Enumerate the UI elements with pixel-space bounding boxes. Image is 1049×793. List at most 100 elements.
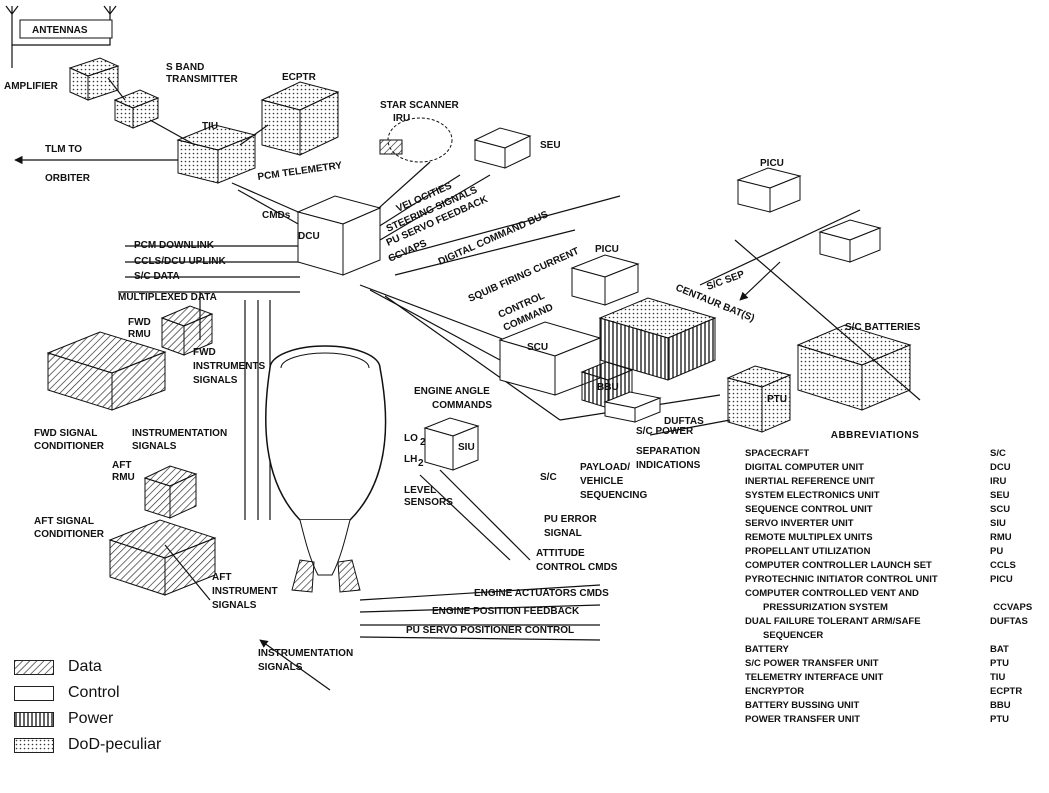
legend-label: Data (68, 658, 102, 675)
payload-label-3: SEQUENCING (580, 490, 647, 501)
abbreviation-row: COMPUTER CONTROLLED VENT AND (745, 587, 1045, 601)
legend-item-data: Data (14, 654, 244, 680)
abbreviation-code: BAT (990, 644, 1009, 655)
pu-error-label-2: SIGNAL (544, 528, 582, 539)
seu-box (473, 127, 532, 169)
abbreviation-term: INERTIAL REFERENCE UNIT (745, 476, 875, 487)
engine-position-feedback-label: ENGINE POSITION FEEDBACK (432, 606, 580, 617)
level-sensors-label-1: LEVEL (404, 485, 436, 496)
centaur-stage (265, 345, 387, 593)
duftas-label: DUFTAS (664, 416, 704, 427)
engine-angle-label-1: ENGINE ANGLE (414, 386, 490, 397)
star-scanner-unit (379, 117, 453, 163)
legend-item-control: Control (14, 680, 244, 706)
abbreviation-term: PYROTECHNIC INITIATOR CONTROL UNIT (745, 574, 938, 585)
vertical-lines-swatch-icon (14, 711, 54, 727)
tiu-box (176, 124, 257, 184)
aft-rmu-label-2: RMU (112, 472, 135, 483)
abbreviation-row: DIGITAL COMPUTER UNIT DCU (745, 461, 1045, 475)
ccls-dcu-uplink-label: CCLS/DCU UPLINK (134, 256, 226, 267)
sc-label: S/C (540, 472, 557, 483)
abbreviation-term: COMPUTER CONTROLLER LAUNCH SET (745, 560, 932, 571)
lo2-text: LO (404, 433, 418, 444)
payload-label-2: VEHICLE (580, 476, 624, 487)
legend-label: Power (68, 710, 114, 727)
equipment-boxes (46, 57, 912, 596)
instrumentation-signals-fwd-label-1: INSTRUMENTATION (132, 428, 227, 439)
aft-signal-conditioner-label-1: AFT SIGNAL (34, 516, 94, 527)
pu-error-label-1: PU ERROR (544, 514, 598, 525)
legend-label: DoD-peculiar (68, 736, 162, 753)
abbreviation-term: PRESSURIZATION SYSTEM (763, 602, 888, 613)
abbreviation-code: PTU (990, 658, 1009, 669)
abbreviation-code: BBU (990, 700, 1011, 711)
scu-label: SCU (527, 342, 548, 353)
sc-batteries-box (796, 324, 912, 411)
abbreviation-code: PU (990, 546, 1004, 557)
dcu-label: DCU (298, 231, 320, 242)
fwd-instruments-label-3: SIGNALS (193, 375, 238, 386)
aft-instrument-label-3: SIGNALS (212, 600, 257, 611)
abbreviation-code: SIU (990, 518, 1006, 529)
abbreviation-code: SCU (990, 504, 1011, 515)
abbreviation-term: POWER TRANSFER UNIT (745, 714, 861, 725)
legend-label: Control (68, 684, 120, 701)
instrumentation-signals-aft-label-2: SIGNALS (258, 662, 303, 673)
seu-label: SEU (540, 140, 561, 151)
abbreviation-code (990, 587, 1045, 601)
abbreviation-code: DCU (990, 462, 1011, 473)
duftas-box (603, 391, 662, 423)
s-band-label-1: S BAND (166, 62, 204, 73)
centaur-batteries-box (598, 297, 717, 381)
abbreviation-term: SEQUENCE CONTROL UNIT (745, 504, 873, 515)
antenna-icon (5, 5, 117, 15)
picu-upper-label: PICU (760, 158, 784, 169)
plain-swatch-icon (14, 685, 54, 701)
abbreviation-code: IRU (990, 476, 1007, 487)
siu-box (423, 417, 480, 471)
legend: Data Control Power DoD-peculiar (14, 654, 244, 758)
legend-item-power: Power (14, 706, 244, 732)
abbreviation-term: DIGITAL COMPUTER UNIT (745, 462, 864, 473)
abbreviation-term: PROPELLANT UTILIZATION (745, 546, 871, 557)
aft-instrument-label-2: INSTRUMENT (212, 586, 278, 597)
abbreviation-code: TIU (990, 672, 1006, 683)
abbreviation-row: PROPELLANT UTILIZATION PU (745, 545, 1045, 559)
dcu-box (296, 195, 382, 276)
lo2-label: LO 2 (404, 433, 426, 448)
fwd-signal-conditioner-label-2: CONDITIONER (34, 441, 105, 452)
abbreviation-term: SPACECRAFT (745, 448, 810, 459)
abbreviation-term: ENCRYPTOR (745, 686, 805, 697)
sc-data-label: S/C DATA (134, 271, 180, 282)
aft-signal-conditioner-label-2: CONDITIONER (34, 529, 105, 540)
multiplexed-data-label: MULTIPLEXED DATA (118, 292, 217, 303)
picu-middle-label: PICU (595, 244, 619, 255)
star-scanner-label: STAR SCANNER (380, 100, 459, 111)
hatch-swatch-icon (14, 659, 54, 675)
lh2-text: LH (404, 454, 417, 465)
amplifier-label: AMPLIFIER (4, 81, 59, 92)
fwd-signal-conditioner-label-1: FWD SIGNAL (34, 428, 97, 439)
payload-label-1: PAYLOAD/ (580, 462, 630, 473)
aft-signal-conditioner-box (108, 519, 217, 596)
abbreviation-term: REMOTE MULTIPLEX UNITS (745, 532, 873, 543)
picu-middle-box (570, 254, 640, 306)
siu-label: SIU (458, 442, 475, 453)
bbu-label: BBU (597, 382, 619, 393)
pcm-telemetry-label: PCM TELEMETRY (257, 160, 343, 183)
cmds-label: CMDs (262, 210, 291, 221)
abbreviation-code: PICU (990, 574, 1013, 585)
abbreviation-code (993, 629, 1045, 643)
fwd-signal-conditioner-box (46, 331, 167, 411)
pcm-downlink-label: PCM DOWNLINK (134, 240, 215, 251)
abbreviation-term: DUAL FAILURE TOLERANT ARM/SAFE (745, 616, 921, 627)
